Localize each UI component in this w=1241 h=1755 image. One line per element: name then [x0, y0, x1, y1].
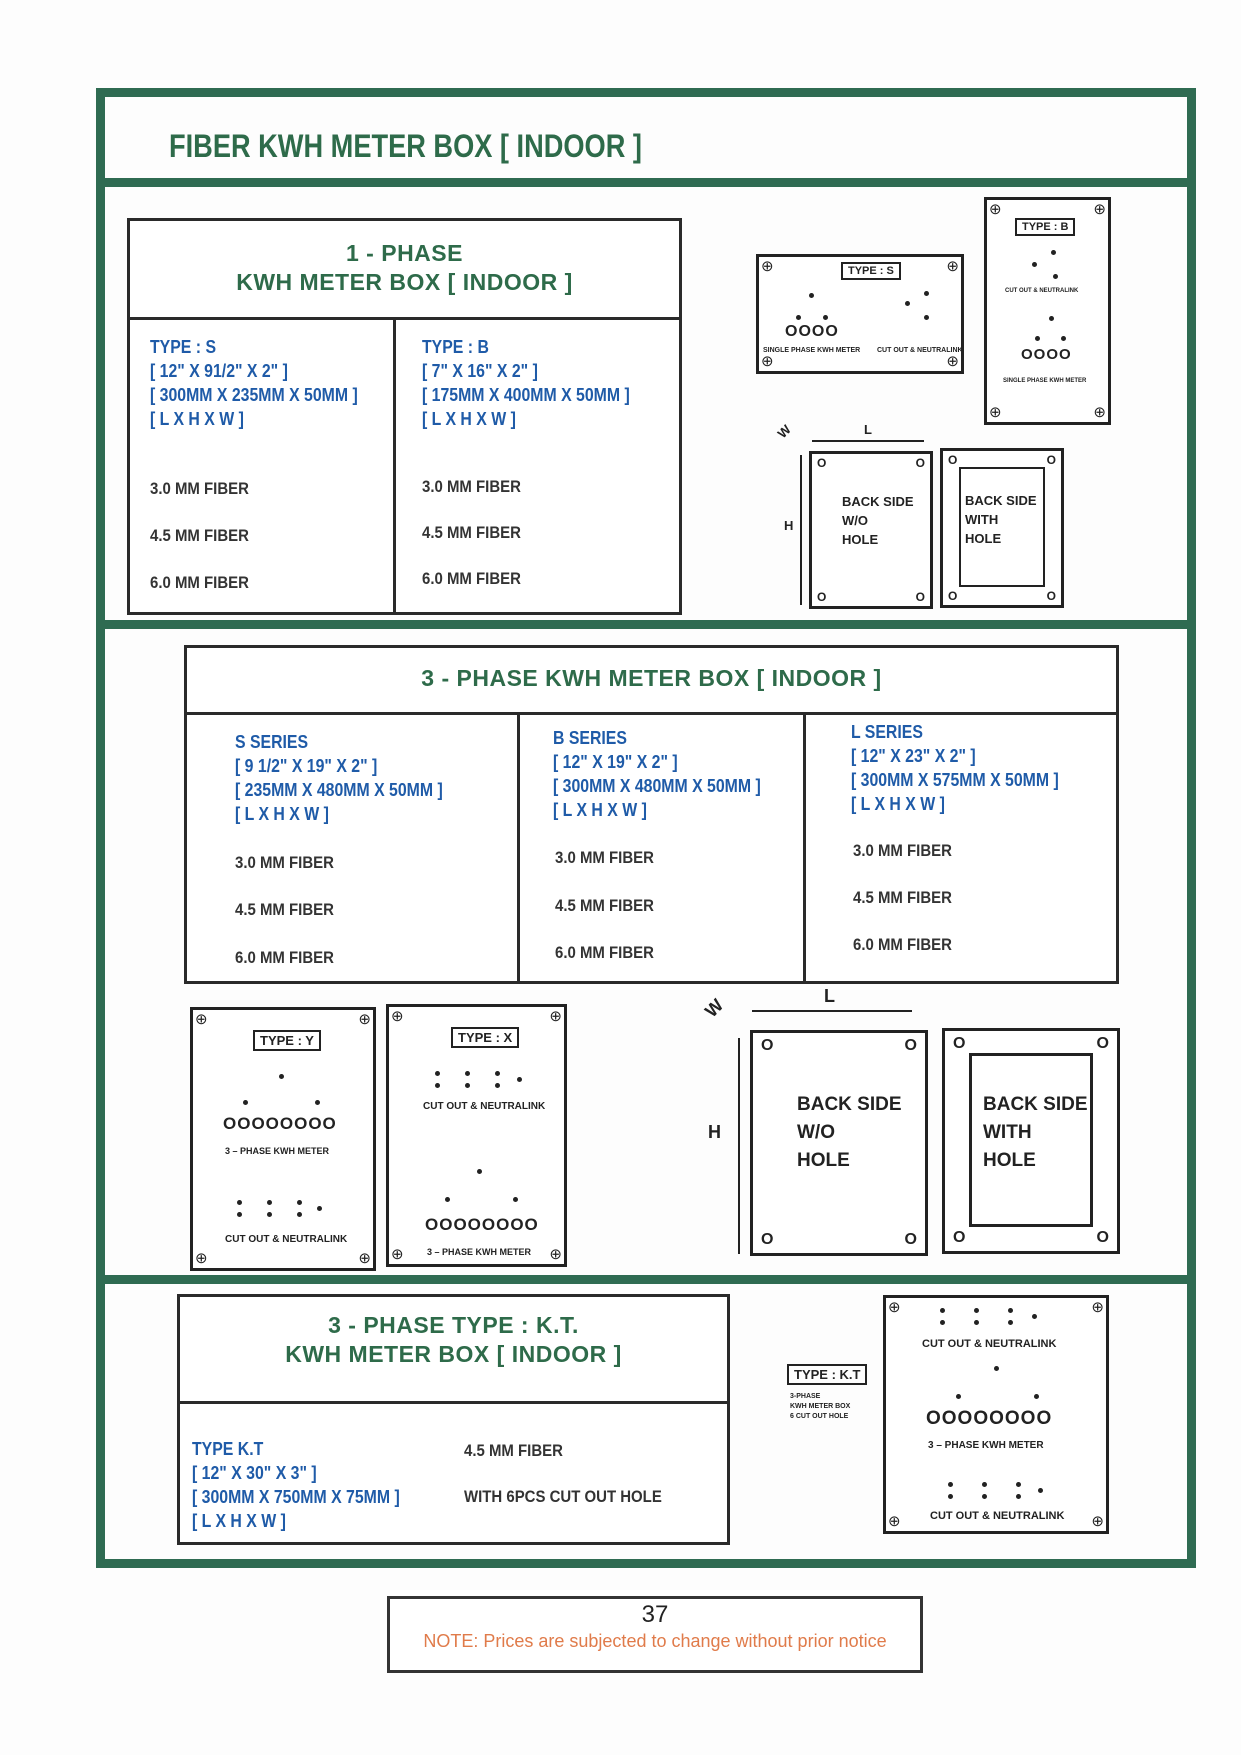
catalog-frame: [96, 88, 1196, 1568]
fiber-option: 4.5 MM FIBER: [235, 900, 334, 919]
price-notice: NOTE: Prices are subjected to change wit…: [423, 1631, 887, 1651]
l-series-spec: L SERIES[ 12" X 23" X 2" ][ 300MM X 575M…: [851, 722, 1059, 814]
type-s-spec: TYPE : S[ 12" X 91/2" X 2" ][ 300MM X 23…: [150, 337, 358, 429]
divider: [96, 178, 1196, 187]
type-kt-tag: TYPE : K.T: [787, 1364, 868, 1385]
fiber-option: 3.0 MM FIBER: [853, 841, 952, 860]
divider: [96, 1275, 1196, 1284]
cutout-hole-note: WITH 6PCS CUT OUT HOLE: [464, 1487, 662, 1506]
section-header: 3 - PHASE KWH METER BOX [ INDOOR ]: [421, 665, 882, 691]
fiber-option: 4.5 MM FIBER: [150, 526, 249, 545]
type-b-diagram: ⊕⊕ ⊕⊕ TYPE : B CUT OUT & NEUTRALINK OOOO…: [984, 197, 1111, 425]
fiber-option: 6.0 MM FIBER: [422, 569, 521, 588]
kt-spec: TYPE K.T[ 12" X 30" X 3" ][ 300MM X 750M…: [192, 1439, 400, 1531]
type-kt-diagram: ⊕⊕ ⊕⊕ CUT OUT & NEUTRALINK OOOOOOOO 3 – …: [883, 1295, 1109, 1534]
fiber-option: 4.5 MM FIBER: [422, 523, 521, 542]
page-title: FIBER KWH METER BOX [ INDOOR ]: [169, 128, 642, 164]
type-y-diagram: ⊕⊕ ⊕⊕ TYPE : Y OOOOOOOO 3 – PHASE KWH ME…: [190, 1007, 376, 1271]
fiber-option: 6.0 MM FIBER: [150, 573, 249, 592]
fiber-option: 3.0 MM FIBER: [150, 479, 249, 498]
s-series-spec: S SERIES[ 9 1/2" X 19" X 2" ][ 235MM X 4…: [235, 732, 443, 824]
fiber-option: 6.0 MM FIBER: [555, 943, 654, 962]
height-arrow: [800, 455, 802, 605]
footer-note-box: 37 NOTE: Prices are subjected to change …: [387, 1596, 923, 1673]
height-label: H: [708, 1122, 721, 1142]
length-label: L: [864, 422, 872, 437]
fiber-option: 4.5 MM FIBER: [555, 896, 654, 915]
kt-table: 3 - PHASE TYPE : K.T.KWH METER BOX [ IND…: [177, 1294, 730, 1545]
fiber-option: 4.5 MM FIBER: [853, 888, 952, 907]
section-header: 3 - PHASE TYPE : K.T.KWH METER BOX [ IND…: [285, 1312, 622, 1367]
three-phase-table: 3 - PHASE KWH METER BOX [ INDOOR ] S SER…: [184, 645, 1119, 984]
fiber-option: 4.5 MM FIBER: [464, 1441, 563, 1460]
length-label: L: [824, 986, 835, 1006]
divider: [96, 620, 1196, 629]
fiber-option: 3.0 MM FIBER: [422, 477, 521, 496]
height-arrow: [738, 1038, 740, 1254]
length-arrow: [752, 1010, 912, 1012]
fiber-option: 6.0 MM FIBER: [853, 935, 952, 954]
fiber-option: 3.0 MM FIBER: [555, 848, 654, 867]
fiber-option: 6.0 MM FIBER: [235, 948, 334, 967]
type-s-diagram: ⊕⊕ ⊕⊕ TYPE : S OOOO SINGLE PHASE KWH MET…: [756, 254, 964, 374]
type-b-spec: TYPE : B[ 7" X 16" X 2" ][ 175MM X 400MM…: [422, 337, 630, 429]
fiber-option: 3.0 MM FIBER: [235, 853, 334, 872]
height-label: H: [784, 518, 794, 533]
type-x-diagram: ⊕⊕ ⊕⊕ TYPE : X CUT OUT & NEUTRALINK OOOO…: [386, 1004, 567, 1267]
length-arrow: [812, 440, 924, 442]
page-number: 37: [641, 1601, 669, 1628]
b-series-spec: B SERIES[ 12" X 19" X 2" ][ 300MM X 480M…: [553, 728, 761, 820]
